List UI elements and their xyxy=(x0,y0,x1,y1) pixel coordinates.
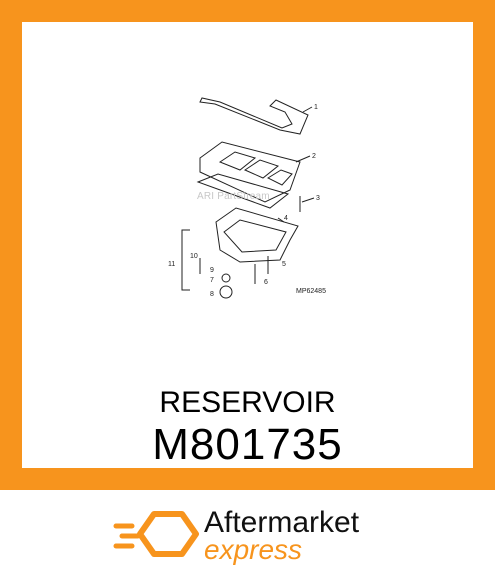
callout-2: 2 xyxy=(312,153,316,160)
callout-11: 11 xyxy=(168,261,175,268)
callout-7: 7 xyxy=(210,277,214,284)
callout-5: 5 xyxy=(282,261,286,268)
callout-9: 9 xyxy=(210,267,214,274)
gasket-top xyxy=(199,97,309,135)
callout-8: 8 xyxy=(210,291,214,298)
part-name: RESERVOIR xyxy=(159,386,336,419)
callout-1: 1 xyxy=(314,104,318,111)
part-number: M801735 xyxy=(152,420,343,469)
oil-pan xyxy=(215,207,299,263)
reservoir-upper xyxy=(199,141,301,203)
parts-diagram: 1 2 3 4 5 6 7 8 9 10 11 xyxy=(168,97,320,299)
diagram-reference: MP62485 xyxy=(296,288,326,295)
callout-6: 6 xyxy=(264,279,268,286)
gasket-middle xyxy=(196,173,290,209)
brand-logo: Aftermarket express xyxy=(112,504,392,565)
product-card xyxy=(22,22,473,468)
brand-name-line2: express xyxy=(204,534,303,565)
callout-10: 10 xyxy=(190,253,198,260)
brand-name-line1: Aftermarket xyxy=(204,506,360,539)
callout-4: 4 xyxy=(284,215,288,222)
watermark-text: ARI PartStream xyxy=(197,191,270,202)
callout-3: 3 xyxy=(316,195,320,202)
hexagon-speed-icon xyxy=(113,511,199,557)
